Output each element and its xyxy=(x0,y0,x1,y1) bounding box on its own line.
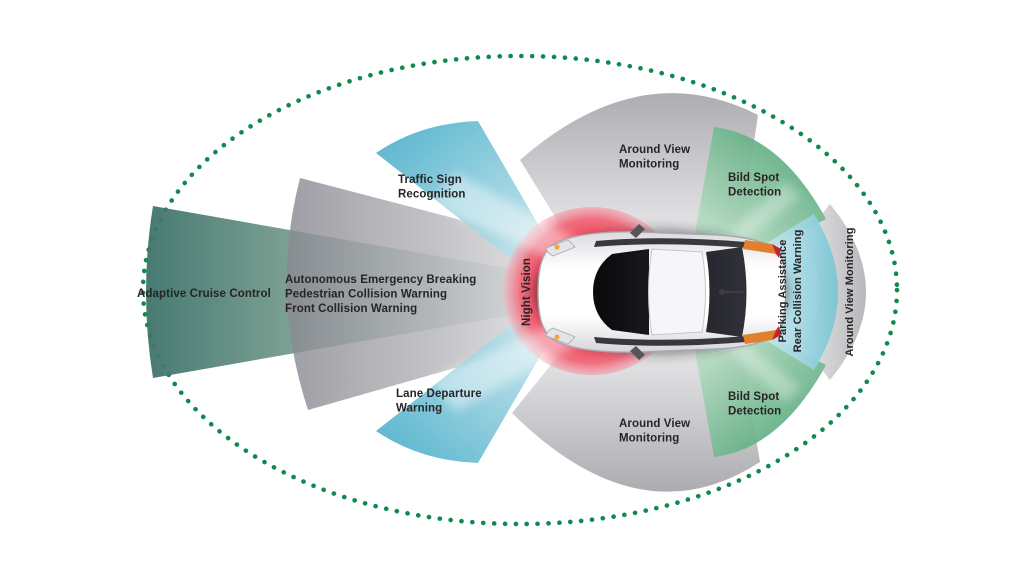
around-view-monitoring-top-label: Around View Monitoring xyxy=(619,144,690,171)
night-vision-label: Night Vision xyxy=(521,258,533,326)
blind-spot-detection-top-label: Bild Spot Detection xyxy=(728,172,781,199)
roof-panel xyxy=(648,248,706,336)
svg-text:Parking Assistance: Parking Assistance xyxy=(777,240,789,343)
svg-text:Front Collision Warning: Front Collision Warning xyxy=(285,303,417,315)
svg-text:Around View: Around View xyxy=(619,144,690,156)
headlight-top xyxy=(545,239,576,257)
blind-spot-detection-bottom-label: Bild Spot Detection xyxy=(728,391,781,418)
svg-text:Warning: Warning xyxy=(396,403,442,415)
svg-text:Lane Departure: Lane Departure xyxy=(396,388,482,400)
svg-text:Around View: Around View xyxy=(619,418,690,430)
svg-text:Pedestrian Collision Warning: Pedestrian Collision Warning xyxy=(285,289,447,301)
headlight-bottom xyxy=(545,327,576,345)
adaptive-cruise-control-label: Adaptive Cruise Control xyxy=(137,288,271,300)
side-mirror-top xyxy=(630,224,645,238)
car-top-view xyxy=(534,224,788,360)
side-mirror-bottom xyxy=(630,346,645,360)
around-view-monitoring-bottom-label: Around View Monitoring xyxy=(619,418,690,445)
taillight-bottom xyxy=(743,330,776,344)
side-window-bottom xyxy=(594,336,747,346)
svg-text:Monitoring: Monitoring xyxy=(619,433,679,445)
svg-text:Rear Collision Warning: Rear Collision Warning xyxy=(792,230,804,353)
traffic-sign-recognition-label: Traffic Sign Recognition xyxy=(398,174,466,201)
parking-assistance-label: Parking Assistance Rear Collision Warnin… xyxy=(777,230,804,353)
taillight-bottom-red xyxy=(772,326,781,340)
side-window-top xyxy=(594,238,747,248)
svg-text:Detection: Detection xyxy=(728,187,781,199)
lane-departure-warning-label: Lane Departure Warning xyxy=(396,388,482,415)
antenna-tip xyxy=(719,289,725,295)
turn-signal-bottom xyxy=(554,334,560,340)
svg-text:Autonomous Emergency Breaking: Autonomous Emergency Breaking xyxy=(285,274,476,286)
svg-text:Monitoring: Monitoring xyxy=(619,159,679,171)
svg-text:Bild Spot: Bild Spot xyxy=(728,172,779,184)
parking-assistance-zone xyxy=(764,214,838,370)
emergency-braking-label: Autonomous Emergency Breaking Pedestrian… xyxy=(285,274,476,315)
taillight-top-red xyxy=(772,244,781,258)
taillight-top xyxy=(743,240,776,254)
svg-text:Traffic Sign: Traffic Sign xyxy=(398,174,462,186)
coverage-boundary-ellipse xyxy=(140,53,900,527)
svg-text:Bild Spot: Bild Spot xyxy=(728,391,779,403)
svg-text:Recognition: Recognition xyxy=(398,189,466,201)
svg-text:Detection: Detection xyxy=(728,406,781,418)
around-view-monitoring-right-label: Around View Monitoring xyxy=(844,227,856,356)
turn-signal-top xyxy=(554,244,560,250)
windshield xyxy=(593,249,649,335)
